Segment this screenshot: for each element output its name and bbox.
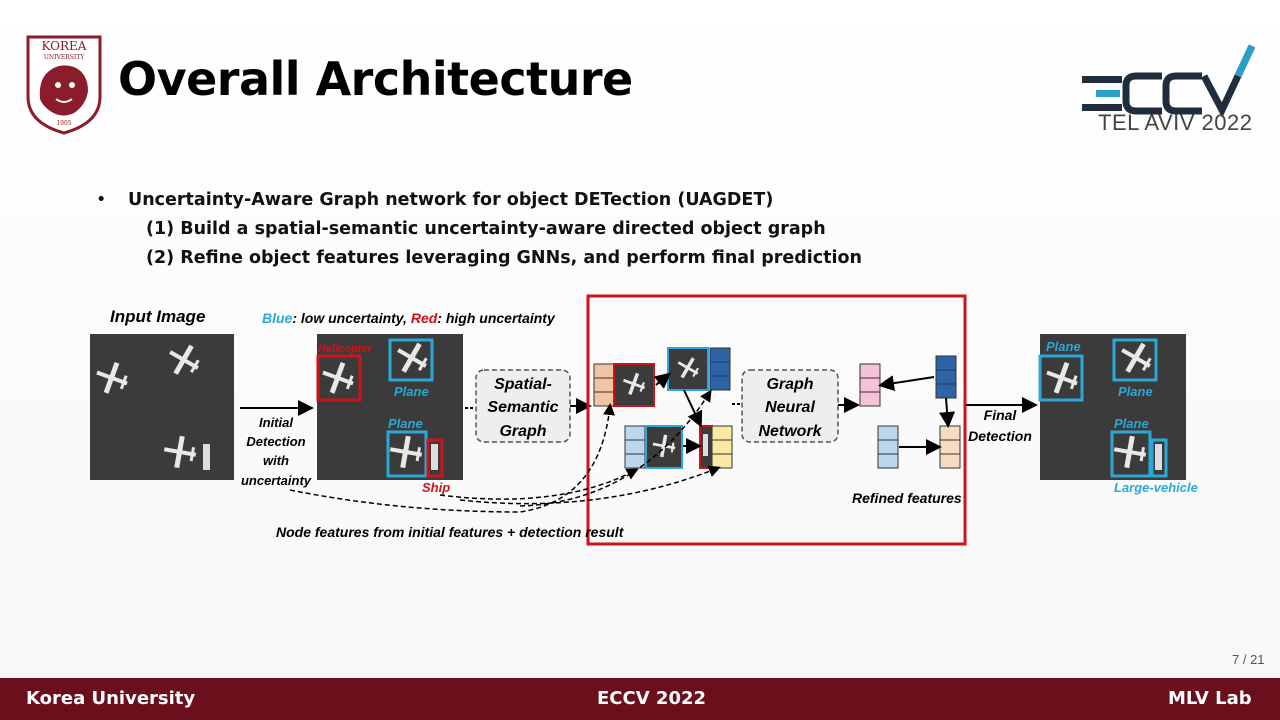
svg-text:uncertainty: uncertainty <box>241 473 312 488</box>
bullet-list: •Uncertainty-Aware Graph network for obj… <box>96 186 862 273</box>
input-image-label: Input Image <box>110 307 205 326</box>
footer-left: Korea University <box>26 688 196 709</box>
ship-shape <box>203 444 210 470</box>
svg-text:Detection: Detection <box>246 434 305 449</box>
refined-features-label: Refined features <box>852 490 962 506</box>
slide-title: Overall Architecture <box>118 52 633 106</box>
refined-feature-lightblue <box>877 425 899 469</box>
graph-node-yellow <box>699 425 733 469</box>
refined-feature-peach <box>939 425 961 469</box>
bullet-dot: • <box>96 190 107 210</box>
graph-node-orange <box>593 363 655 407</box>
plane-box <box>1112 338 1158 382</box>
svg-text:Spatial-: Spatial- <box>494 376 552 393</box>
svg-text:with: with <box>263 453 289 468</box>
bullet-sub-1: (1) Build a spatial-semantic uncertainty… <box>146 219 826 239</box>
plane-box <box>1110 430 1152 478</box>
svg-text:Plane: Plane <box>1114 416 1149 431</box>
footer-center: ECCV 2022 <box>597 688 707 709</box>
graph-node-blue <box>667 347 731 391</box>
footer-right: MLV Lab <box>1168 688 1252 709</box>
spatial-semantic-graph-box <box>475 369 571 443</box>
svg-text:Plane: Plane <box>394 384 429 399</box>
svg-text:1905: 1905 <box>56 120 71 127</box>
bullet-sub-2: (2) Refine object features leveraging GN… <box>146 248 862 268</box>
svg-text:Ship: Ship <box>422 480 450 495</box>
footer-bar: Korea University ECCV 2022 MLV Lab <box>0 678 1280 720</box>
final-detection-label: Final <box>984 407 1018 423</box>
svg-text:Large-vehicle: Large-vehicle <box>1114 480 1198 495</box>
graph-node-lightblue <box>624 425 683 469</box>
svg-text:UNIVERSITY: UNIVERSITY <box>44 54 85 61</box>
svg-text:Plane: Plane <box>1046 339 1081 354</box>
ship-box <box>426 438 444 478</box>
korea-university-logo: KOREA UNIVERSITY 1905 <box>26 35 102 135</box>
graph-highlight-box <box>586 294 967 546</box>
svg-text:Plane: Plane <box>388 416 423 431</box>
svg-text:Graph: Graph <box>499 423 546 440</box>
bullet-main: •Uncertainty-Aware Graph network for obj… <box>96 186 862 215</box>
initial-detection-label: Initial <box>259 415 293 430</box>
plane-box <box>388 338 434 382</box>
plane-box <box>386 430 428 478</box>
svg-text:Network: Network <box>758 423 822 440</box>
svg-text:Semantic: Semantic <box>487 399 558 416</box>
eccv-logo <box>1082 44 1256 118</box>
uncertainty-legend: Blue: low uncertainty, Red: high uncerta… <box>262 310 556 326</box>
helicopter-box <box>316 354 362 402</box>
node-features-caption: Node features from initial features + de… <box>276 524 625 540</box>
svg-text:KOREA: KOREA <box>42 39 87 53</box>
plane-box <box>1038 354 1084 402</box>
svg-text:Graph: Graph <box>766 376 813 393</box>
svg-text:Plane: Plane <box>1118 384 1153 399</box>
conference-city: TEL AVIV 2022 <box>1098 110 1253 135</box>
page-number: 7 / 21 <box>1232 652 1265 667</box>
svg-text:Detection: Detection <box>968 428 1032 444</box>
refined-feature-darkblue <box>935 355 957 399</box>
refined-feature-pink <box>859 363 881 407</box>
input-image <box>90 334 234 480</box>
vehicle-box <box>1150 438 1168 478</box>
svg-text:Helicopter: Helicopter <box>318 343 373 355</box>
svg-text:Neural: Neural <box>765 399 815 416</box>
